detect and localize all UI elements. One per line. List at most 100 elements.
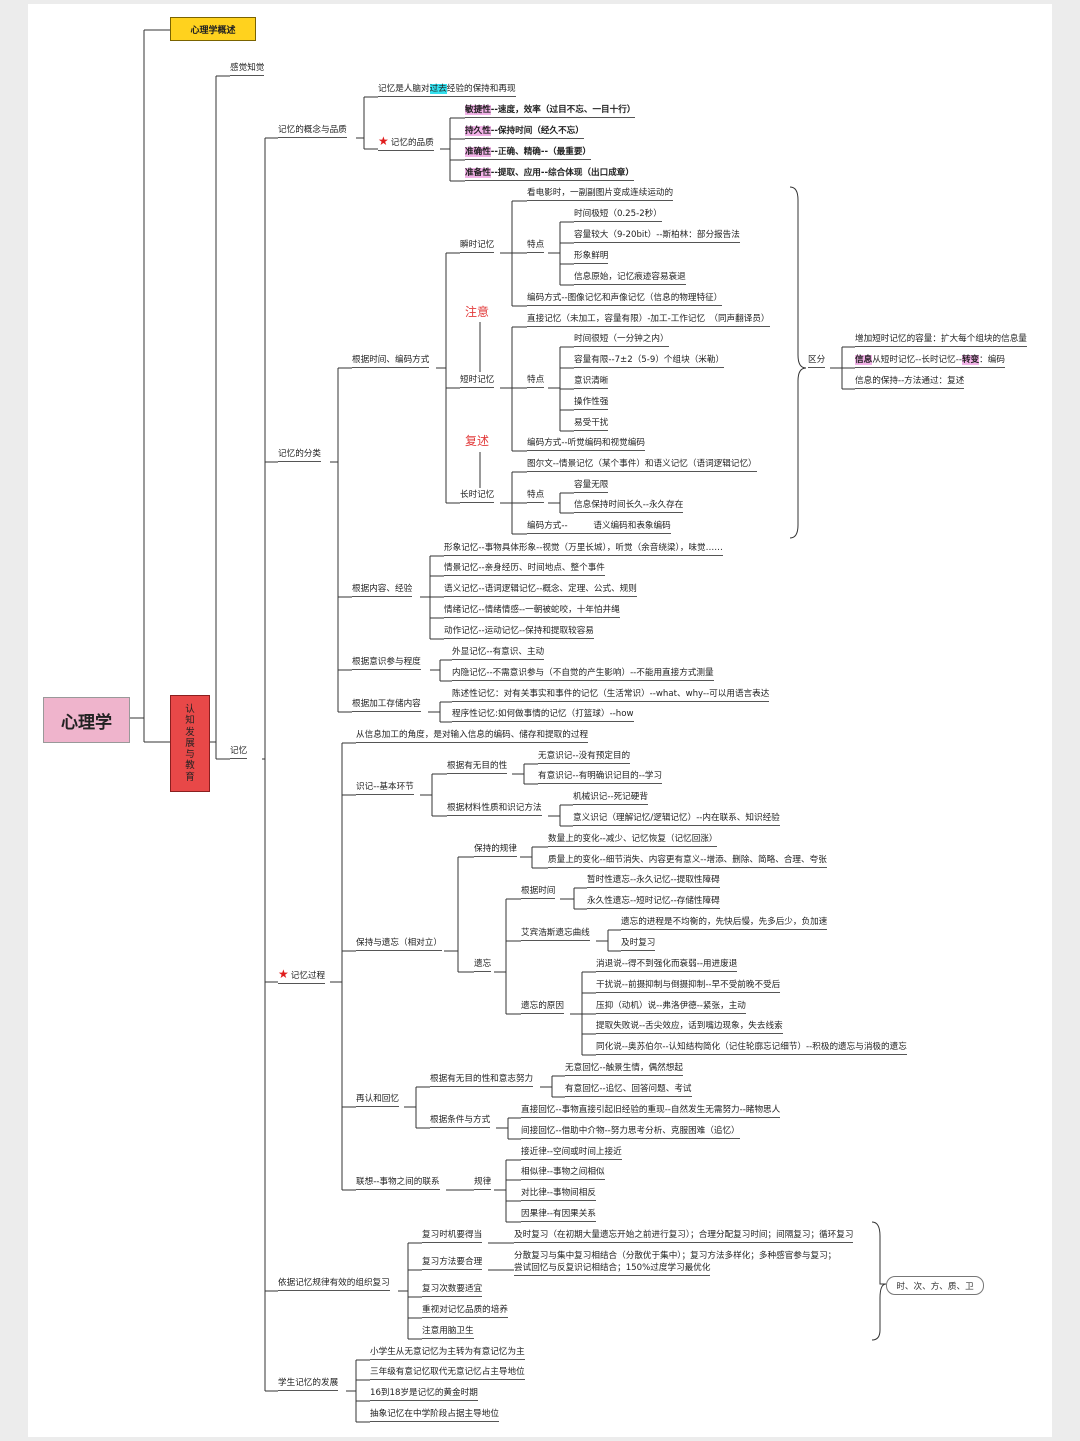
memory-node[interactable]: 记忆 [230, 745, 248, 759]
by-time-forget-node[interactable]: 根据时间 [521, 885, 556, 899]
by-processing-node[interactable]: 根据加工存储内容 [352, 698, 421, 712]
time-item[interactable]: 暂时性遗忘--永久记忆--提取性障碍 [587, 874, 720, 888]
encoding-item[interactable]: 编码方式-- 语义编码和表象编码 [527, 520, 671, 534]
content-item[interactable]: 动作记忆--运动记忆--保持和提取较容易 [444, 625, 594, 639]
awareness-item[interactable]: 内隐记忆--不需意识参与（不自觉的产生影响）--不能用直接方式测量 [452, 667, 714, 681]
content-item[interactable]: 情绪记忆--情绪情感--一朝被蛇咬，十年怕井绳 [444, 604, 620, 618]
definition-node[interactable]: 记忆是人脑对过去经验的保持和再现 [378, 83, 516, 97]
review-item[interactable]: 重视对记忆品质的培养 [422, 1304, 508, 1318]
recall-purpose-node[interactable]: 根据有无目的性和意志努力 [430, 1073, 534, 1087]
development-item[interactable]: 16到18岁是记忆的黄金时期 [370, 1387, 478, 1401]
feature-item[interactable]: 信息保持时间长久--永久存在 [574, 499, 684, 513]
law-item[interactable]: 因果律--有因果关系 [521, 1208, 596, 1222]
content-item[interactable]: 语义记忆--语词逻辑记忆--概念、定理、公式、规则 [444, 583, 637, 597]
quality-node[interactable]: ★记忆的品质 [378, 135, 434, 151]
feature-item[interactable]: 容量无限 [574, 479, 609, 493]
content-item[interactable]: 情景记忆--亲身经历、时间地点、整个事件 [444, 562, 605, 576]
forget-node[interactable]: 遗忘 [474, 958, 492, 972]
law-item[interactable]: 相似律--事物之间相似 [521, 1166, 605, 1180]
purpose-item[interactable]: 无意识记--没有预定目的 [538, 750, 631, 764]
curve-item[interactable]: 及时复习 [621, 937, 656, 951]
quality-item[interactable]: 准确性--正确、精确--（最重要） [465, 146, 592, 160]
direct-memory[interactable]: 直接记忆（未加工，容量有限）-加工-工作记忆 （同声翻译员） [527, 313, 770, 327]
feature-label[interactable]: 特点 [527, 489, 545, 503]
awareness-item[interactable]: 外显记忆--有意识、主动 [452, 646, 545, 660]
development-item[interactable]: 三年级有意记忆取代无意记忆占主导地位 [370, 1366, 525, 1380]
retain-item[interactable]: 数量上的变化--减少、记忆恢复（记忆回涨） [548, 833, 718, 847]
review-item[interactable]: 注意用脑卫生 [422, 1325, 474, 1339]
review-method-line[interactable]: 尝试回忆与反复识记相结合；150%过度学习最优化 [514, 1262, 711, 1276]
feature-label[interactable]: 特点 [527, 374, 545, 388]
encoding-item[interactable]: 编码方式--图像记忆和声像记忆（信息的物理特征） [527, 292, 723, 306]
feature-item[interactable]: 时间极短（0.25-2秒） [574, 208, 662, 222]
long-memory-node[interactable]: 长时记忆 [460, 489, 495, 503]
perception-node[interactable]: 感觉知觉 [230, 62, 265, 76]
review-item[interactable]: 复习次数要适宜 [422, 1283, 483, 1297]
curve-node[interactable]: 艾宾浩斯遗忘曲线 [521, 927, 590, 941]
root-node[interactable]: 心理学 [43, 697, 130, 743]
by-purpose-node[interactable]: 根据有无目的性 [447, 760, 508, 774]
feature-item[interactable]: 操作性强 [574, 396, 609, 410]
recall-mode-item[interactable]: 间接回忆--借助中介物--努力思考分析、克服困难（追忆） [521, 1125, 740, 1139]
feature-item[interactable]: 容量有限--7±2（5-9）个组块（米勒） [574, 354, 725, 368]
law-node[interactable]: 规律 [474, 1176, 492, 1190]
recall-node[interactable]: 再认和回忆 [356, 1093, 399, 1107]
cause-item[interactable]: 消退说--得不到强化而衰弱--用进废退 [596, 958, 738, 972]
distinguish-node[interactable]: 区分 [808, 354, 826, 368]
cause-item[interactable]: 同化说--奥苏伯尔--认知结构简化（记住轮廓忘记细节）--积极的遗忘与消极的遗忘 [596, 1041, 907, 1055]
law-item[interactable]: 接近律--空间或时间上接近 [521, 1146, 622, 1160]
process-intro[interactable]: 从信息加工的角度，是对输入信息的编码、储存和提取的过程 [356, 729, 589, 743]
encoding-item[interactable]: 编码方式--听觉编码和视觉编码 [527, 437, 645, 451]
development-item[interactable]: 小学生从无意记忆为主转为有意记忆为主 [370, 1346, 525, 1360]
cause-item[interactable]: 干扰说--前摄抑制与倒摄抑制--早不受前晚不受后 [596, 979, 781, 993]
recall-mode-node[interactable]: 根据条件与方式 [430, 1114, 491, 1128]
material-item[interactable]: 意义识记（理解记忆/逻辑记忆）--内在联系、知识经验 [573, 812, 780, 826]
curve-item[interactable]: 遗忘的进程是不均衡的，先快后慢，先多后少，负加速 [621, 916, 828, 930]
by-content-node[interactable]: 根据内容、经验 [352, 583, 413, 597]
overview-node[interactable]: 心理学概述 [170, 17, 256, 41]
retain-item[interactable]: 质量上的变化--细节消失、内容更有意义--增添、删除、简略、合理、夸张 [548, 854, 827, 868]
concept-node[interactable]: 记忆的概念与品质 [278, 124, 347, 138]
feature-item[interactable]: 易受干扰 [574, 417, 609, 431]
feature-item[interactable]: 信息原始，记忆痕迹容易衰退 [574, 271, 686, 285]
distinction-item[interactable]: 信息从短时记忆--长时记忆--转变：编码 [855, 354, 1005, 368]
content-item[interactable]: 形象记忆--事物具体形象--视觉（万里长城），听觉（余音绕梁），味觉…… [444, 542, 723, 556]
review-item[interactable]: 复习方法要合理 [422, 1256, 483, 1270]
sensory-memory-node[interactable]: 瞬时记忆 [460, 239, 495, 253]
recall-mode-item[interactable]: 直接回忆--事物直接引起旧经验的重现--自然发生无需努力--睹物思人 [521, 1104, 781, 1118]
processing-item[interactable]: 程序性记忆:如何做事情的记忆（打篮球）--how [452, 708, 634, 722]
process-node[interactable]: ★记忆过程 [278, 968, 326, 984]
review-item[interactable]: 复习时机要得当 [422, 1229, 483, 1243]
processing-item[interactable]: 陈述性记忆：对有关事实和事件的记忆（生活常识）--what、why--可以用语言… [452, 688, 770, 702]
association-node[interactable]: 联想--事物之间的联系 [356, 1176, 440, 1190]
purpose-item[interactable]: 有意识记--有明确识记目的--学习 [538, 770, 663, 784]
retain-law-node[interactable]: 保持的规律 [474, 843, 517, 857]
quality-item[interactable]: 准备性--提取、应用--综合体现（出口成章） [465, 167, 634, 181]
sensory-example[interactable]: 看电影时，一副副图片变成连续运动的 [527, 187, 674, 201]
distinction-item[interactable]: 信息的保持--方法通过：复述 [855, 375, 965, 389]
classification-node[interactable]: 记忆的分类 [278, 448, 321, 462]
feature-item[interactable]: 时间很短（一分钟之内） [574, 333, 669, 347]
short-memory-node[interactable]: 短时记忆 [460, 374, 495, 388]
development-node[interactable]: 学生记忆的发展 [278, 1377, 339, 1391]
recall-purpose-item[interactable]: 有意回忆--追忆、回答问题、考试 [565, 1083, 692, 1097]
tulving-item[interactable]: 图尔文--情景记忆（某个事件）和语义记忆（语词逻辑记忆） [527, 458, 757, 472]
review-summary-tag[interactable]: 时、次、方、质、卫 [886, 1276, 984, 1295]
cause-item[interactable]: 压抑（动机）说--弗洛伊德--紧张，主动 [596, 1000, 746, 1014]
feature-item[interactable]: 容量较大（9-20bit）--斯柏林：部分报告法 [574, 229, 740, 243]
by-material-node[interactable]: 根据材料性质和识记方法 [447, 802, 542, 816]
time-item[interactable]: 永久性遗忘--短时记忆--存储性障碍 [587, 895, 720, 909]
causes-node[interactable]: 遗忘的原因 [521, 1000, 564, 1014]
review-node[interactable]: 依据记忆规律有效的组织复习 [278, 1277, 390, 1291]
material-item[interactable]: 机械识记--死记硬背 [573, 791, 648, 805]
review-method-line[interactable]: 分散复习与集中复习相结合（分散优于集中）；复习方法多样化；多种感官参与复习； [514, 1251, 837, 1261]
quality-item[interactable]: 持久性--保持时间（经久不忘） [465, 125, 584, 139]
review-timing[interactable]: 及时复习（在初期大量遗忘开始之前进行复习）；合理分配复习时间；间隔复习；循环复习 [514, 1229, 854, 1243]
quality-item[interactable]: 敏捷性--速度，效率（过目不忘、一目十行） [465, 104, 636, 118]
feature-item[interactable]: 意识清晰 [574, 375, 609, 389]
retain-node[interactable]: 保持与遗忘（相对立） [356, 937, 442, 951]
cause-item[interactable]: 提取失败说--舌尖效应，话到嘴边现象，失去线索 [596, 1020, 783, 1034]
by-awareness-node[interactable]: 根据意识参与程度 [352, 656, 421, 670]
cognitive-development-node[interactable]: 认 知 发 展 与 教 育 [170, 695, 210, 792]
development-item[interactable]: 抽象记忆在中学阶段占据主导地位 [370, 1408, 499, 1422]
